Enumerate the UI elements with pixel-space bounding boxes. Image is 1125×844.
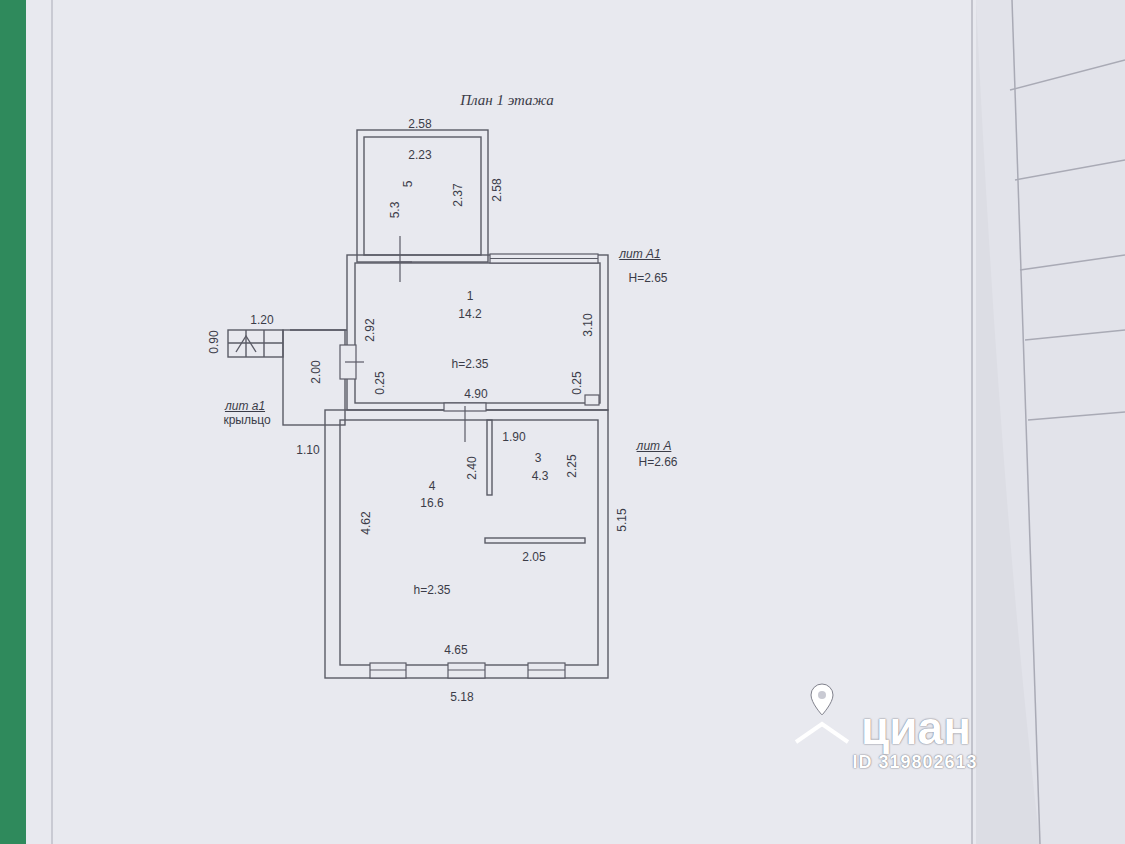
door-swing	[345, 361, 364, 362]
dimension: 5.15	[616, 508, 628, 531]
partition	[487, 420, 492, 495]
room: 4 16.6 h=2.35	[340, 420, 487, 665]
page-frame	[51, 0, 53, 844]
wall-outer	[357, 130, 488, 262]
building-label: крыльцо	[223, 414, 270, 426]
openings	[340, 254, 599, 678]
watermark: ID 319802613	[852, 753, 977, 771]
watermark: циан	[861, 705, 971, 751]
building-label: лит А1	[619, 248, 660, 260]
porch-edge	[290, 329, 347, 330]
dimension: 4.90	[464, 388, 487, 400]
dimension: 1.10	[296, 444, 319, 456]
porch-steps	[228, 330, 283, 357]
wall-outer	[325, 410, 608, 678]
room-area: 4.3	[532, 470, 549, 482]
door-swing	[464, 406, 465, 442]
dimension: 2.00	[310, 360, 322, 383]
porch	[283, 330, 345, 425]
dimension: 5.18	[450, 691, 473, 703]
wall-inner	[355, 263, 600, 403]
dimension: 2.40	[466, 456, 478, 479]
dimension: 4.65	[444, 644, 467, 656]
window	[370, 663, 406, 678]
dimension: 1.20	[250, 314, 273, 326]
step	[228, 342, 283, 343]
page-rule	[1010, 60, 1125, 90]
window	[490, 258, 598, 259]
dimension: 2.58	[408, 118, 431, 130]
room-number: 4	[429, 480, 436, 492]
window	[528, 669, 565, 670]
page-frame	[971, 0, 973, 844]
dimension: 1.90	[502, 431, 525, 443]
dimension: 2.37	[452, 183, 464, 206]
window	[448, 669, 485, 670]
room-area: 14.2	[458, 308, 481, 320]
stair-arrow	[236, 336, 256, 352]
ceiling-height: h=2.35	[413, 584, 450, 596]
room-area: 16.6	[420, 497, 443, 509]
page-rule	[1025, 330, 1125, 340]
dimension: 2.58	[491, 178, 503, 201]
door-swings	[345, 236, 465, 442]
dimension: 2.25	[566, 454, 578, 477]
dimension: 4.62	[360, 511, 372, 534]
wall-inner	[340, 420, 598, 665]
page-rule	[1015, 160, 1125, 180]
ceiling-height: Н=2.66	[638, 456, 677, 468]
green-edge	[0, 0, 26, 844]
room-number: 3	[535, 452, 542, 464]
next-page	[976, 0, 1125, 844]
room-area: 5.3	[389, 202, 401, 219]
wall-outer	[347, 255, 608, 410]
dimension: 2.23	[408, 149, 431, 161]
watermark-pin	[796, 684, 848, 742]
room: 1 14.2 h=2.35	[355, 263, 600, 403]
paper-page	[26, 0, 976, 844]
dimension: 2.05	[522, 551, 545, 563]
page-rule	[1012, 0, 1040, 844]
window	[528, 663, 565, 678]
ceiling-height: Н=2.65	[628, 272, 667, 284]
window	[490, 254, 598, 263]
building-label: лит а1	[225, 400, 265, 412]
partition	[485, 538, 585, 543]
door-swing	[399, 236, 400, 282]
dimension: 2.92	[364, 318, 376, 341]
page-rule	[1028, 412, 1125, 420]
walls	[228, 130, 608, 678]
window	[370, 669, 406, 670]
page-rule	[1020, 255, 1125, 270]
door-swing	[390, 261, 412, 262]
dimension: 0.25	[374, 371, 386, 394]
window	[448, 663, 485, 678]
building-label: лит А	[637, 440, 672, 452]
room-number: 1	[467, 290, 474, 302]
dimension: 3.10	[582, 313, 594, 336]
dimension: 0.90	[208, 330, 220, 353]
ceiling-height: h=2.35	[451, 358, 488, 370]
room: лит а1 крыльцо	[205, 330, 345, 428]
door	[585, 395, 599, 405]
dimension: 0.25	[571, 371, 583, 394]
room-number: 5	[402, 181, 414, 188]
wall-inner	[364, 137, 481, 255]
plan-title: План 1 этажа	[460, 93, 554, 108]
